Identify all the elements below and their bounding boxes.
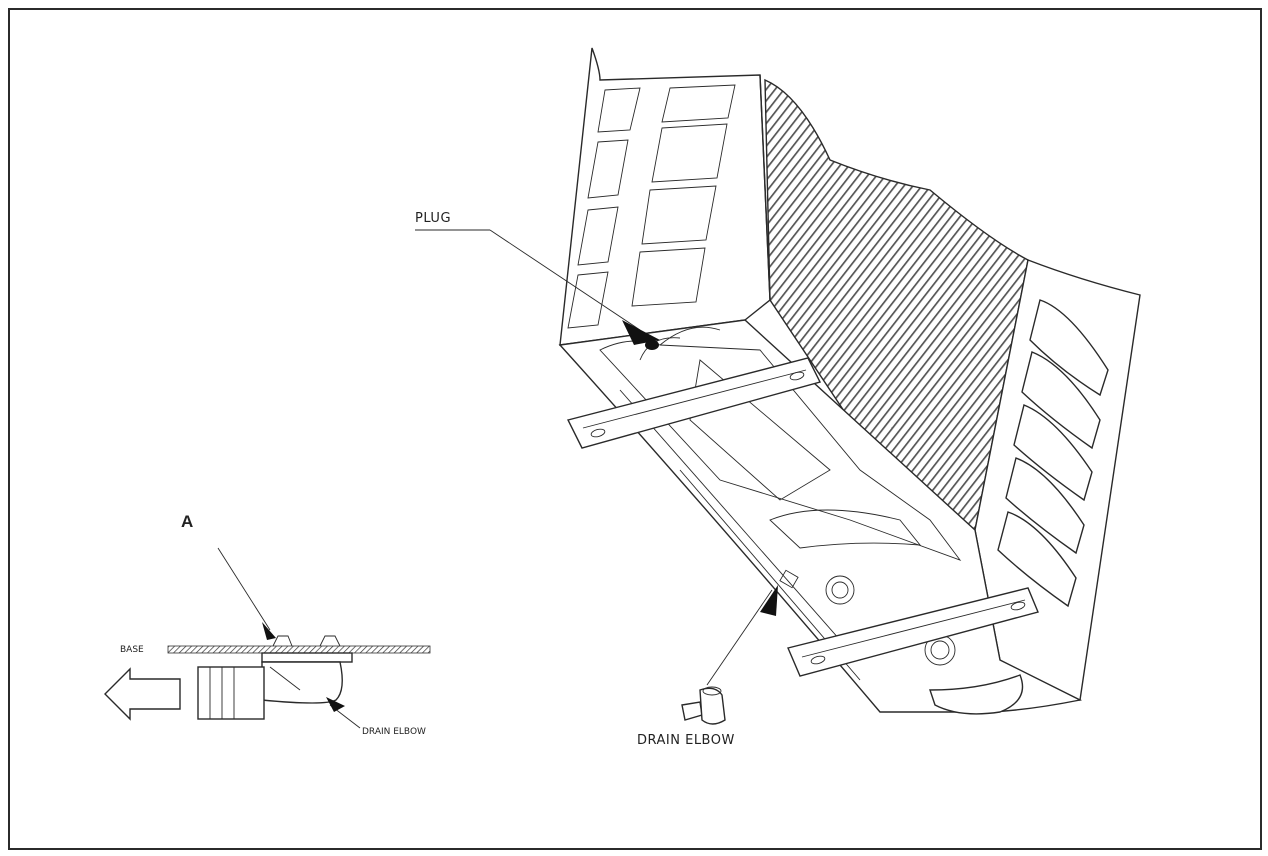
louver <box>1005 457 1085 555</box>
front-frame <box>559 47 771 346</box>
drain-hose-outlet <box>197 666 265 720</box>
base-plate <box>167 645 431 654</box>
detail-a-label: A <box>181 512 194 531</box>
drain-arrow <box>760 585 778 616</box>
louver <box>1029 299 1109 397</box>
mounting-bracket-top <box>566 357 822 449</box>
drain-elbow-part <box>681 701 703 721</box>
drain-elbow-detail-label: DRAIN ELBOW <box>362 727 426 737</box>
louver <box>1013 404 1093 502</box>
plug-callout <box>415 229 660 350</box>
mounting-bracket-bottom <box>787 587 1039 677</box>
detail-a <box>104 547 431 729</box>
base-label: BASE <box>120 645 144 655</box>
outdoor-unit <box>558 47 1141 715</box>
louver <box>1021 351 1101 450</box>
drain-elbow-body <box>261 661 343 704</box>
compressor-foot <box>929 674 1024 715</box>
plug-arrow <box>622 320 660 345</box>
plug-part <box>645 340 659 350</box>
plug-label: PLUG <box>415 211 452 226</box>
elbow-flange <box>261 652 353 663</box>
drain-elbow-main-label: DRAIN ELBOW <box>637 733 735 748</box>
flow-direction-arrow <box>104 667 181 721</box>
louver <box>997 511 1077 608</box>
drain-elbow-callout <box>681 585 778 725</box>
